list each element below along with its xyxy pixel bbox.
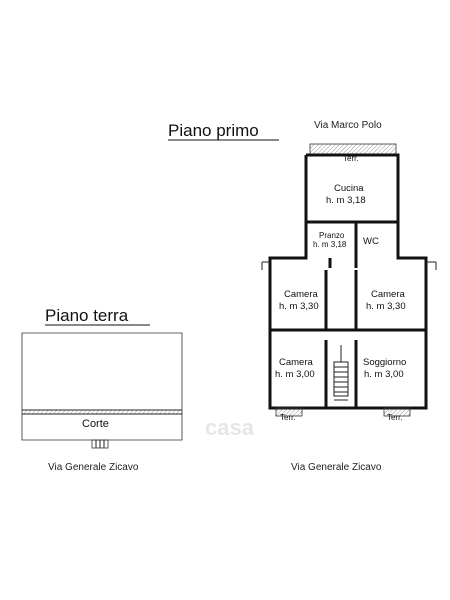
outer-walls-first-floor bbox=[268, 153, 428, 410]
terrace-bottom-left-label: Terr. bbox=[280, 413, 296, 422]
room-soggiorno-height: h. m 3,00 bbox=[364, 369, 404, 380]
ground-floor-title: Piano terra bbox=[45, 306, 129, 325]
room-cucina-name: Cucina bbox=[334, 183, 364, 194]
street-bottom-right: Via Generale Zicavo bbox=[291, 462, 382, 473]
terrace-bottom-right-hatch bbox=[384, 408, 410, 416]
room-camera-bottom-name: Camera bbox=[279, 357, 314, 368]
terrace-bottom-right-label: Terr. bbox=[387, 413, 403, 422]
corte-outline bbox=[21, 332, 183, 441]
terrace-top-hatch bbox=[310, 144, 396, 154]
room-camera-left-height: h. m 3,30 bbox=[279, 301, 319, 312]
room-pranzo-height: h. m 3,18 bbox=[313, 240, 347, 249]
room-camera-left-name: Camera bbox=[284, 289, 319, 300]
room-wc-label: WC bbox=[363, 236, 379, 247]
street-bottom-left: Via Generale Zicavo bbox=[48, 462, 139, 473]
ground-floor-plan: Corte bbox=[21, 332, 183, 449]
room-camera-right-name: Camera bbox=[371, 289, 406, 300]
room-soggiorno-name: Soggiorno bbox=[363, 357, 406, 368]
corte-label: Corte bbox=[82, 418, 109, 430]
room-camera-bottom-height: h. m 3,00 bbox=[275, 369, 315, 380]
street-top: Via Marco Polo bbox=[314, 120, 382, 131]
terrace-bottom-left-hatch bbox=[276, 408, 302, 416]
room-pranzo-name: Pranzo bbox=[319, 231, 345, 240]
first-floor-title: Piano primo bbox=[168, 121, 259, 140]
room-cucina-height: h. m 3,18 bbox=[326, 195, 366, 206]
first-floor-plan: Terr. bbox=[261, 143, 437, 422]
terrace-top-label: Terr. bbox=[343, 154, 359, 163]
room-camera-right-height: h. m 3,30 bbox=[366, 301, 406, 312]
stairs bbox=[333, 345, 349, 401]
watermark: casa bbox=[205, 415, 255, 440]
